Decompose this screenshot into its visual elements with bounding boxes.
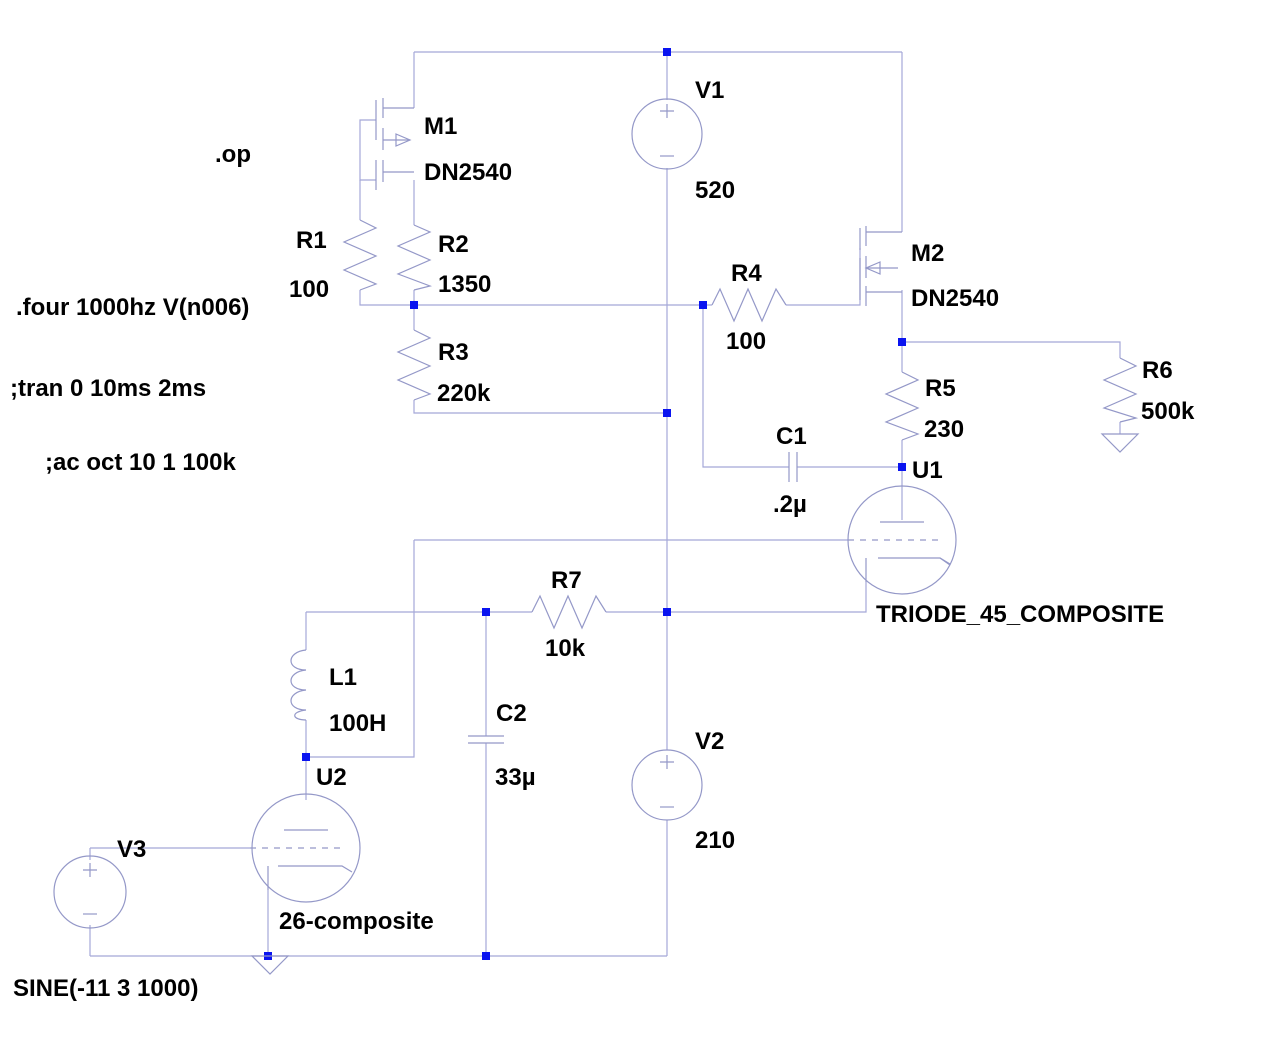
junction-top-rail[interactable] — [663, 48, 671, 56]
label-c1-value: .2µ — [773, 491, 807, 518]
junction-r2-r3[interactable] — [410, 301, 418, 309]
junction-c2-bottom[interactable] — [482, 952, 490, 960]
label-r2-value: 1350 — [438, 271, 491, 298]
label-v1-value: 520 — [695, 177, 735, 204]
directive-ac[interactable]: ;ac oct 10 1 100k — [45, 449, 236, 476]
triode-u1[interactable] — [847, 485, 957, 595]
label-u1-name: U1 — [912, 457, 943, 484]
label-v1-name: V1 — [695, 77, 724, 104]
junction-u2-plate[interactable] — [302, 753, 310, 761]
directive-tran[interactable]: ;tran 0 10ms 2ms — [10, 375, 206, 402]
label-l1-name: L1 — [329, 664, 357, 691]
directive-op[interactable]: .op — [215, 141, 251, 168]
wire-c1-left[interactable] — [702, 305, 789, 468]
label-l1-value: 100H — [329, 710, 386, 737]
label-v3-name: V3 — [117, 836, 146, 863]
junction-r7-center[interactable] — [663, 608, 671, 616]
junction-c2-top[interactable] — [482, 608, 490, 616]
directive-four[interactable]: .four 1000hz V(n006) — [16, 294, 249, 321]
label-r1-value: 100 — [289, 276, 329, 303]
capacitor-c2[interactable] — [468, 735, 504, 744]
label-r3-value: 220k — [437, 380, 491, 407]
resistor-r4[interactable] — [711, 287, 787, 323]
label-r4-name: R4 — [731, 260, 762, 287]
label-r2-name: R2 — [438, 231, 469, 258]
wire-r4-right[interactable] — [786, 248, 861, 306]
label-u2-name: U2 — [316, 764, 347, 791]
label-m2-name: M2 — [911, 240, 944, 267]
label-r4-value: 100 — [726, 328, 766, 355]
label-r6-name: R6 — [1142, 357, 1173, 384]
voltage-source-v3[interactable] — [53, 855, 127, 929]
label-m1-name: M1 — [424, 113, 457, 140]
resistor-r7[interactable] — [531, 594, 607, 630]
inductor-l1[interactable] — [290, 649, 307, 721]
label-r1-name: R1 — [296, 227, 327, 254]
junction-r4-left[interactable] — [699, 301, 707, 309]
wire-r1-bottom[interactable] — [359, 290, 414, 306]
resistor-r3[interactable] — [396, 329, 432, 401]
resistor-r2[interactable] — [396, 224, 433, 291]
label-c2-name: C2 — [496, 700, 527, 727]
wire-m1-gate[interactable] — [359, 119, 376, 181]
mosfet-m2[interactable] — [859, 226, 902, 306]
mosfet-m1[interactable] — [375, 98, 414, 190]
label-r5-name: R5 — [925, 375, 956, 402]
junction-u1-plate[interactable] — [898, 463, 906, 471]
capacitor-c1[interactable] — [788, 452, 798, 482]
label-c2-value: 33µ — [495, 764, 536, 791]
label-v2-value: 210 — [695, 827, 735, 854]
label-r7-name: R7 — [551, 567, 582, 594]
ground-symbol-r6 — [1100, 433, 1140, 453]
resistor-r5[interactable] — [884, 371, 920, 441]
label-r5-value: 230 — [924, 416, 964, 443]
label-v2-name: V2 — [695, 728, 724, 755]
junction-r3-center[interactable] — [663, 409, 671, 417]
junction-m2-source[interactable] — [898, 338, 906, 346]
wires — [89, 51, 1121, 957]
label-m1-value: DN2540 — [424, 159, 512, 186]
wire-r6-branch[interactable] — [902, 341, 1121, 358]
voltage-source-v2[interactable] — [631, 749, 703, 821]
resistor-r6[interactable] — [1102, 357, 1139, 423]
label-u2-value: 26-composite — [279, 908, 434, 935]
label-c1-name: C1 — [776, 423, 807, 450]
resistor-r1[interactable] — [342, 219, 378, 291]
label-v3-value: SINE(-11 3 1000) — [13, 975, 198, 1002]
label-u1-value: TRIODE_45_COMPOSITE — [876, 601, 1164, 628]
label-r3-name: R3 — [438, 339, 469, 366]
label-r6-value: 500k — [1141, 398, 1195, 425]
ground-symbol-main — [250, 955, 290, 975]
label-m2-value: DN2540 — [911, 285, 999, 312]
wire-u1-cathode[interactable] — [667, 582, 867, 613]
label-r7-value: 10k — [545, 635, 586, 662]
voltage-source-v1[interactable] — [631, 98, 703, 170]
wire-r3-bottom[interactable] — [413, 400, 667, 414]
triode-u2[interactable] — [250, 793, 361, 903]
